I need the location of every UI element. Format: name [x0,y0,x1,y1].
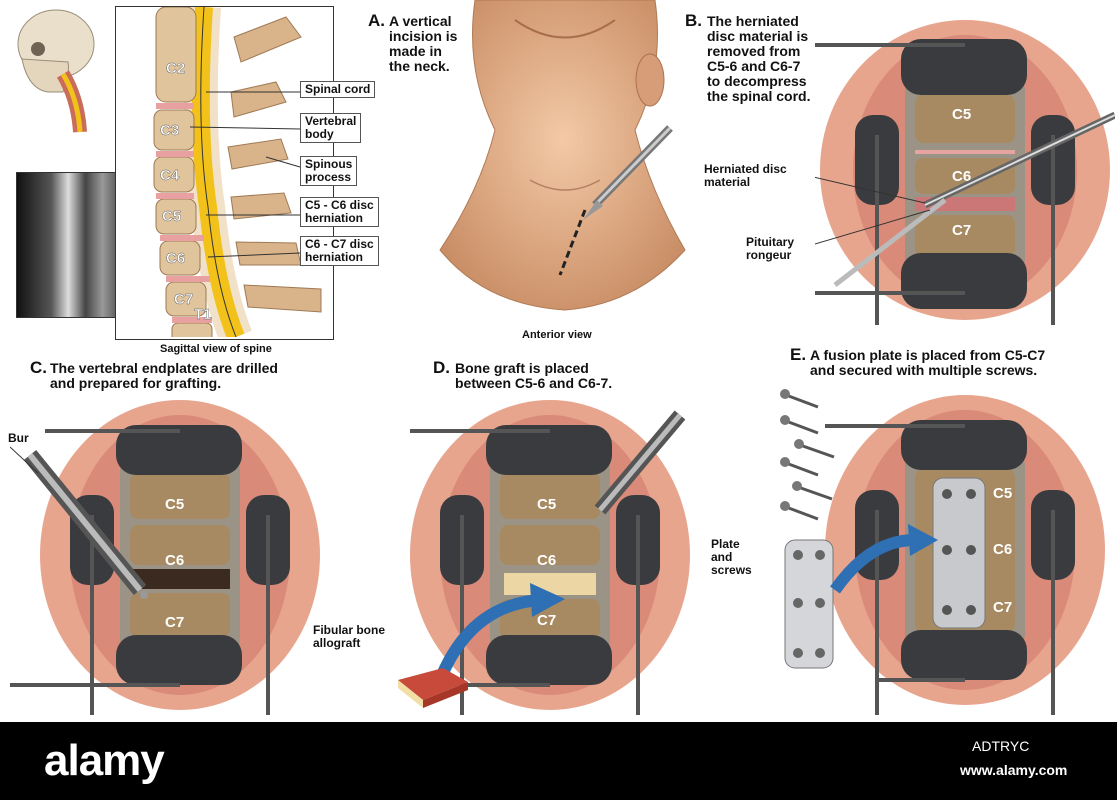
level-label: C7 [165,614,184,631]
vertebra-label: C3 [160,122,179,139]
rongeur-icon [833,111,1115,287]
level-label: C6 [165,552,184,569]
panel-b: B. The herniated disc material is remove… [685,0,1117,340]
impactor-icon [594,410,686,515]
mri-thumbnail [16,172,132,318]
panel-a: A. A vertical incision is made in the ne… [365,0,695,360]
vertebra-label: C2 [166,60,185,77]
step-letter: B. [685,11,702,30]
label-herniated-disc: Herniated disc material [704,162,787,189]
surgical-field-e: C5 C6 C7 [825,395,1105,715]
step-caption: A fusion plate is placed from C5-C7 and … [810,347,1046,378]
step-letter: E. [790,345,807,364]
step-caption: A vertical incision is made in the neck. [389,13,458,74]
sagittal-spine: C2 C3 C4 C5 C6 C7 T1 [153,7,322,337]
panel-d: D. Bone graft is placed between C5-6 and… [300,355,700,720]
label-fibular-allograft: Fibular bone allograft [313,623,385,650]
level-label: C5 [952,106,971,123]
level-label: C5 [165,496,184,513]
bur-drill-icon [23,449,148,599]
label-bur: Bur [8,431,29,445]
callout-c6-c7-herniation: C6 - C7 disc herniation [300,236,379,266]
vertebra-label: C7 [174,291,193,308]
scalpel-icon [583,125,673,220]
fusion-plate [932,477,986,629]
vertebra-label: T1 [194,306,212,323]
label-pituitary-rongeur: Pituitary rongeur [746,235,795,262]
panel-c: C. The vertebral endplates are drilled a… [0,355,360,720]
step-letter: D. [433,358,450,377]
callout-spinal-cord: Spinal cord [300,81,376,98]
surgical-field-c: C5 C6 C7 [10,400,320,715]
step-letter: C. [30,358,47,377]
surgical-field-d: C5 C6 C7 [410,400,690,715]
panel-e: E. A fusion plate is placed from C5-C7 a… [700,340,1117,720]
level-label: C7 [993,599,1012,616]
vertebra-label: C4 [160,167,180,184]
level-label: C6 [537,552,556,569]
watermark-footer: alamy ADTRYC www.alamy.com [0,722,1117,800]
bone-graft-block [398,668,468,708]
label-plate-and-screws: Plate and screws [711,537,752,577]
overview-caption: Sagittal view of spine [160,343,272,355]
vertebra-label: C5 [162,208,181,225]
level-label: C6 [993,541,1012,558]
view-label: Anterior view [522,329,592,341]
loose-plate [784,539,834,669]
level-label: C6 [952,168,971,185]
footer-image-id: ADTRYC [972,738,1030,754]
step-letter: A. [368,11,385,30]
graft-arrow [434,583,565,683]
footer-site: www.alamy.com [960,762,1068,778]
level-label: C7 [537,612,556,629]
level-label: C7 [952,222,971,239]
footer-brand: alamy [44,736,165,785]
overview-panel: C2 C3 C4 C5 C6 C7 T1 Spinal cord Vertebr… [0,0,379,360]
level-label: C5 [537,496,556,513]
screw-set [780,389,835,521]
step-caption: The herniated disc material is removed f… [707,13,811,104]
level-label: C5 [993,485,1012,502]
step-caption: The vertebral endplates are drilled and … [50,360,278,391]
callout-c5-c6-herniation: C5 - C6 disc herniation [300,197,379,227]
callout-vertebral-body: Vertebral body [300,113,362,143]
surgical-field-b: C5 C6 C7 [815,20,1115,325]
plate-arrow [830,524,938,594]
vertebra-label: C6 [166,250,185,267]
skull-thumbnail [17,9,95,133]
step-caption: Bone graft is placed between C5-6 and C6… [455,360,613,391]
neck-illustration [439,0,686,311]
callout-spinous-process: Spinous process [300,156,358,186]
